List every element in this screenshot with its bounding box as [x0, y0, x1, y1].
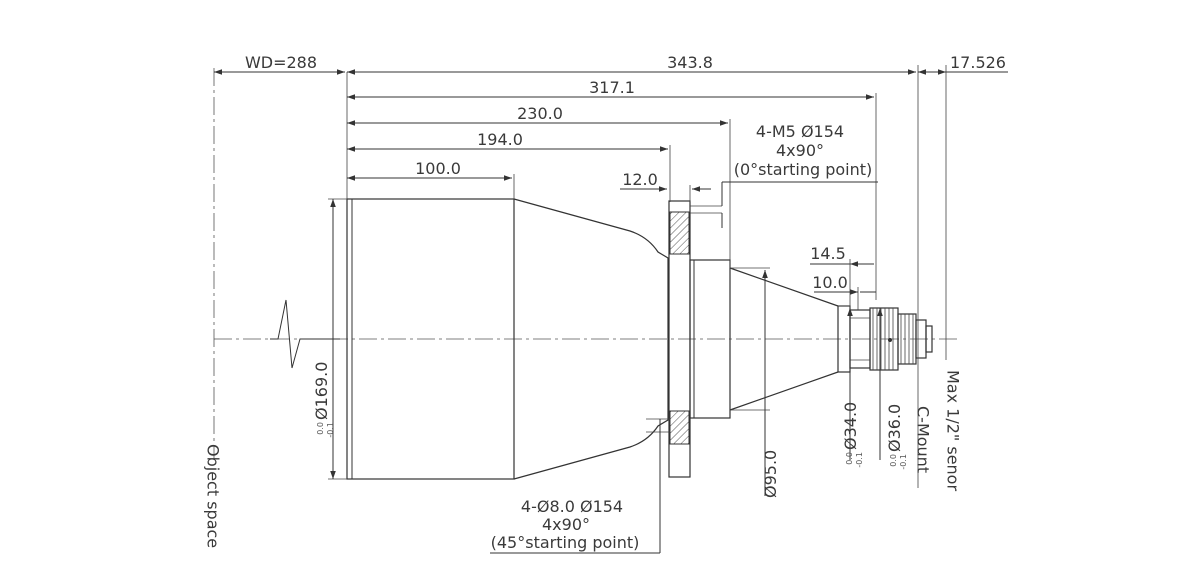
dim-dia-36: Ø36.0 0.0 -0.1: [877, 308, 908, 470]
svg-text:-0.1: -0.1: [326, 422, 335, 438]
m5-thread-leader: [690, 181, 878, 228]
dim-194-label: 194.0: [477, 130, 523, 149]
dia-34-label: Ø34.0: [841, 402, 860, 450]
lens-body: [346, 198, 933, 480]
svg-text:4x90°: 4x90°: [776, 141, 824, 160]
svg-text:4-Ø8.0 Ø154: 4-Ø8.0 Ø154: [521, 497, 623, 516]
dim-dia-95: Ø95.0: [730, 267, 780, 498]
dia-95-label: Ø95.0: [761, 450, 780, 498]
dim-100-label: 100.0: [415, 159, 461, 178]
back-focus-label: 17.526: [950, 53, 1006, 72]
total-length-label: 343.8: [667, 53, 713, 72]
sensor-label: Max 1/2" senor: [944, 370, 963, 491]
c-mount-label: C-Mount: [914, 406, 933, 473]
dim-100: 100.0: [347, 159, 515, 199]
dia-36-label: Ø36.0: [885, 404, 904, 452]
dim-14-5-label: 14.5: [810, 244, 846, 263]
dim-17-526: 17.526: [918, 53, 1008, 360]
dim-dia-34: Ø34.0 0.0 -0.1: [838, 305, 864, 468]
svg-text:0.0: 0.0: [889, 454, 898, 467]
dim-12-label: 12.0: [622, 170, 658, 189]
svg-text:(45°starting point): (45°starting point): [491, 533, 640, 552]
dim-317-1: 317.1: [347, 78, 877, 300]
svg-text:(0°starting point): (0°starting point): [734, 160, 873, 179]
svg-text:-0.1: -0.1: [855, 452, 864, 468]
dim-14-5: 14.5: [810, 244, 874, 308]
dim-10-label: 10.0: [812, 273, 848, 292]
dim-10: 10.0: [812, 273, 876, 310]
wd-label: WD=288: [245, 53, 317, 72]
svg-text:4-M5 Ø154: 4-M5 Ø154: [756, 122, 844, 141]
dim-317-label: 317.1: [589, 78, 635, 97]
dim-dia-169: Ø169.0 0.0 -0.1: [312, 198, 347, 480]
hole-leader: [490, 418, 670, 554]
hole-note: 4-Ø8.0 Ø154 4x90° (45°starting point): [491, 497, 640, 552]
optical-axis: [214, 299, 960, 369]
svg-text:0.0: 0.0: [845, 452, 854, 465]
object-space-label: Object space: [204, 444, 223, 548]
dim-194: 194.0: [347, 130, 671, 202]
svg-text:4x90°: 4x90°: [542, 515, 590, 534]
dim-12: 12.0: [620, 170, 711, 202]
svg-text:0.0: 0.0: [316, 422, 325, 435]
m5-thread-note: 4-M5 Ø154 4x90° (0°starting point): [734, 122, 873, 179]
dim-343-8: 343.8: [346, 53, 919, 488]
dim-230-label: 230.0: [517, 104, 563, 123]
dim-wd: WD=288: [214, 53, 345, 75]
dim-230: 230.0: [347, 104, 731, 268]
dia-169-label: Ø169.0: [312, 362, 331, 420]
svg-text:-0.1: -0.1: [899, 454, 908, 470]
